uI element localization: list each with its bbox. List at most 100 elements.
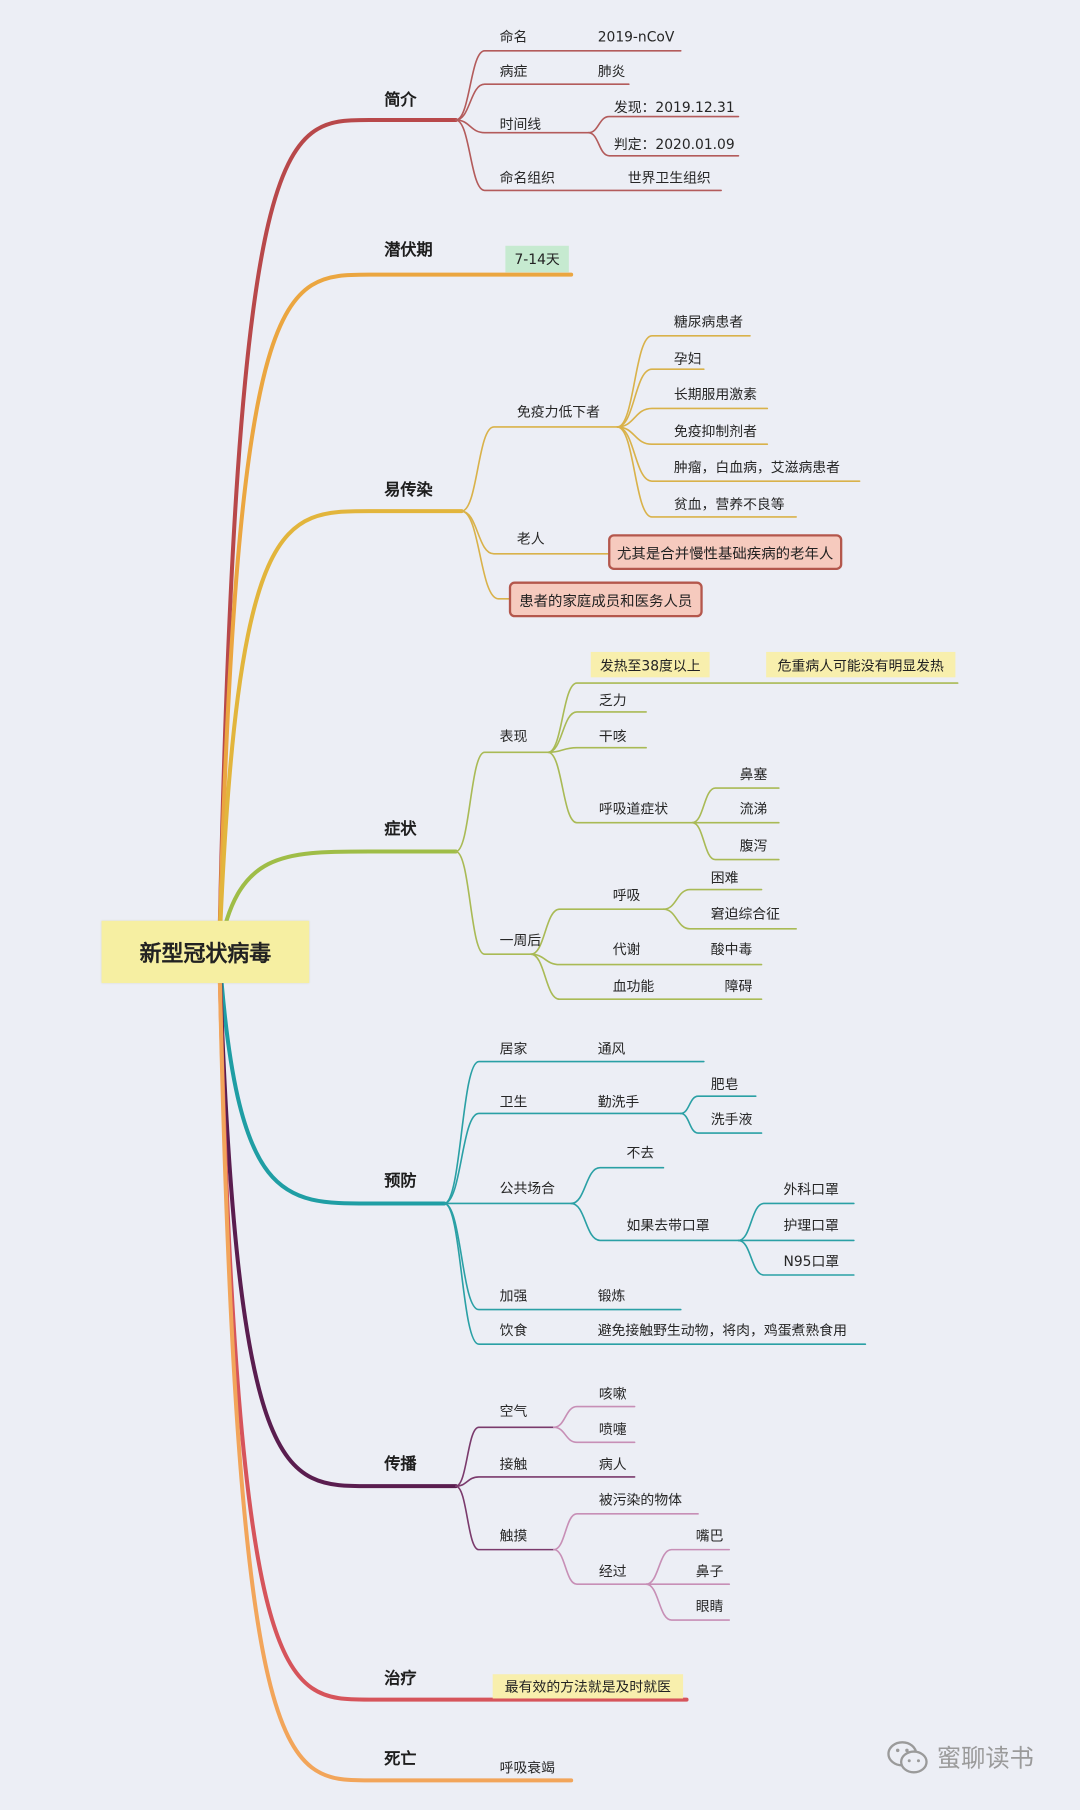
list-item[interactable]: 孕妇 (673, 350, 702, 367)
branch-incubation[interactable]: 潜伏期 (384, 241, 433, 260)
node-connector (454, 751, 549, 853)
node-treatment-value[interactable]: 最有效的方法就是及时就医 (492, 1674, 684, 1699)
list-item[interactable]: 鼻子 (695, 1563, 724, 1580)
node-connector (616, 426, 797, 518)
node-touch[interactable]: 触摸 (499, 1527, 528, 1544)
list-item[interactable]: 困难 (710, 870, 739, 887)
node-manifestation[interactable]: 表现 (499, 728, 528, 745)
list-item[interactable]: 腹泻 (739, 837, 768, 854)
branch-connector-incubation (217, 272, 574, 954)
node-family[interactable]: 患者的家庭成员和医务人员 (508, 581, 703, 618)
node-hygiene[interactable]: 卫生 (499, 1093, 528, 1111)
node-diet-value[interactable]: 避免接触野生动物，将肉，鸡蛋煮熟食用 (597, 1322, 847, 1339)
node-connector (553, 1426, 636, 1444)
node-air[interactable]: 空气 (499, 1403, 528, 1420)
node-contaminated[interactable]: 被污染的物体 (598, 1491, 682, 1509)
list-item[interactable]: 咳嗽 (598, 1385, 627, 1402)
list-item[interactable]: 洗手液 (710, 1111, 753, 1128)
node-discovered[interactable]: 发现：2019.12.31 (613, 99, 735, 116)
node-connector (454, 850, 532, 956)
node-confirmed[interactable]: 判定：2020.01.09 (613, 136, 735, 153)
node-metabolism[interactable]: 代谢 (612, 941, 641, 958)
node-diet[interactable]: 饮食 (499, 1322, 528, 1339)
node-connector (645, 1548, 731, 1586)
node-fever-note[interactable]: 危重病人可能没有明显发热 (766, 651, 956, 678)
list-item[interactable]: 护理口罩 (783, 1217, 839, 1234)
branch-intro[interactable]: 简介 (384, 91, 417, 110)
watermark: 蜜聊读书 (886, 1740, 1034, 1775)
node-connector (679, 1095, 757, 1115)
node-naming-org-value[interactable]: 世界卫生组织 (627, 169, 711, 186)
node-connector (616, 368, 705, 428)
node-connector (679, 1112, 763, 1134)
node-elderly[interactable]: 老人 (516, 530, 545, 547)
node-dry-cough[interactable]: 干咳 (598, 728, 627, 745)
list-item[interactable]: N95口罩 (783, 1253, 840, 1270)
node-blood-value[interactable]: 障碍 (724, 978, 753, 995)
node-connector (553, 1513, 699, 1551)
list-item[interactable]: 肿瘤，白血病，艾滋病患者 (673, 459, 841, 476)
node-public[interactable]: 公共场合 (499, 1180, 556, 1197)
list-item[interactable]: 眼睛 (695, 1598, 724, 1615)
node-avoid[interactable]: 不去 (626, 1144, 655, 1161)
node-death-value[interactable]: 呼吸衰竭 (499, 1759, 556, 1776)
list-item[interactable]: 流涕 (739, 800, 768, 817)
central-topic[interactable]: 新型冠状病毒 (101, 920, 310, 984)
node-strengthen[interactable]: 加强 (499, 1287, 528, 1304)
node-connector (616, 426, 769, 446)
branch-death[interactable]: 死亡 (384, 1750, 417, 1769)
node-connector (662, 888, 763, 911)
node-via[interactable]: 经过 (598, 1563, 627, 1580)
list-item[interactable]: 鼻塞 (739, 766, 768, 783)
node-connector (570, 1166, 665, 1205)
list-item[interactable]: 长期服用激素 (673, 386, 757, 403)
node-low-immunity[interactable]: 免疫力低下者 (516, 403, 601, 421)
node-home[interactable]: 居家 (499, 1040, 528, 1057)
list-item[interactable]: 外科口罩 (783, 1181, 839, 1198)
list-item[interactable]: 窘迫综合征 (710, 905, 781, 922)
node-disease-value[interactable]: 肺炎 (597, 63, 626, 80)
node-elderly-note[interactable]: 尤其是合并慢性基础疾病的老年人 (608, 534, 843, 571)
node-fatigue[interactable]: 乏力 (598, 692, 627, 709)
node-contact[interactable]: 接触 (499, 1456, 528, 1473)
wechat-icon (887, 1741, 928, 1774)
node-timeline[interactable]: 时间线 (499, 116, 542, 133)
node-strengthen-value[interactable]: 锻炼 (597, 1287, 626, 1304)
list-item[interactable]: 肥皂 (710, 1076, 739, 1093)
node-fever[interactable]: 发热至38度以上 (590, 651, 710, 678)
node-hygiene-value[interactable]: 勤洗手 (597, 1093, 640, 1111)
list-item[interactable]: 糖尿病患者 (673, 313, 744, 331)
list-item[interactable]: 喷嚏 (598, 1421, 627, 1438)
node-if-go[interactable]: 如果去带口罩 (626, 1217, 710, 1234)
node-metabolism-value[interactable]: 酸中毒 (710, 941, 753, 958)
branch-susceptible[interactable]: 易传染 (384, 481, 433, 500)
branch-symptoms[interactable]: 症状 (384, 820, 417, 839)
node-naming-value[interactable]: 2019-nCoV (597, 28, 675, 46)
node-connector (454, 1485, 555, 1551)
node-naming[interactable]: 命名 (499, 28, 528, 46)
node-connector (691, 821, 780, 861)
node-respiratory[interactable]: 呼吸道症状 (598, 800, 669, 817)
node-contact-value[interactable]: 病人 (598, 1456, 627, 1473)
list-item[interactable]: 免疫抑制剂者 (673, 423, 757, 440)
node-connector (547, 682, 959, 754)
branch-connector-prevention (217, 949, 447, 1206)
node-incubation-value[interactable]: 7-14天 (505, 245, 569, 273)
node-connector (737, 1239, 855, 1276)
node-connector (529, 908, 665, 956)
node-blood[interactable]: 血功能 (612, 978, 655, 995)
node-connector (547, 746, 647, 754)
branch-transmission[interactable]: 传播 (384, 1455, 417, 1474)
branch-treatment[interactable]: 治疗 (384, 1669, 417, 1689)
branch-prevention[interactable]: 预防 (384, 1172, 417, 1191)
list-item[interactable]: 嘴巴 (695, 1527, 724, 1544)
node-connector (443, 1202, 867, 1346)
node-naming-org[interactable]: 命名组织 (499, 169, 556, 186)
node-connector (454, 83, 630, 121)
node-home-value[interactable]: 通风 (597, 1040, 626, 1057)
branch-connector-symptoms (217, 849, 458, 954)
node-after-week[interactable]: 一周后 (499, 932, 542, 949)
node-breathing[interactable]: 呼吸 (612, 887, 641, 904)
list-item[interactable]: 贫血，营养不良等 (673, 496, 785, 513)
node-disease[interactable]: 病症 (499, 63, 528, 80)
